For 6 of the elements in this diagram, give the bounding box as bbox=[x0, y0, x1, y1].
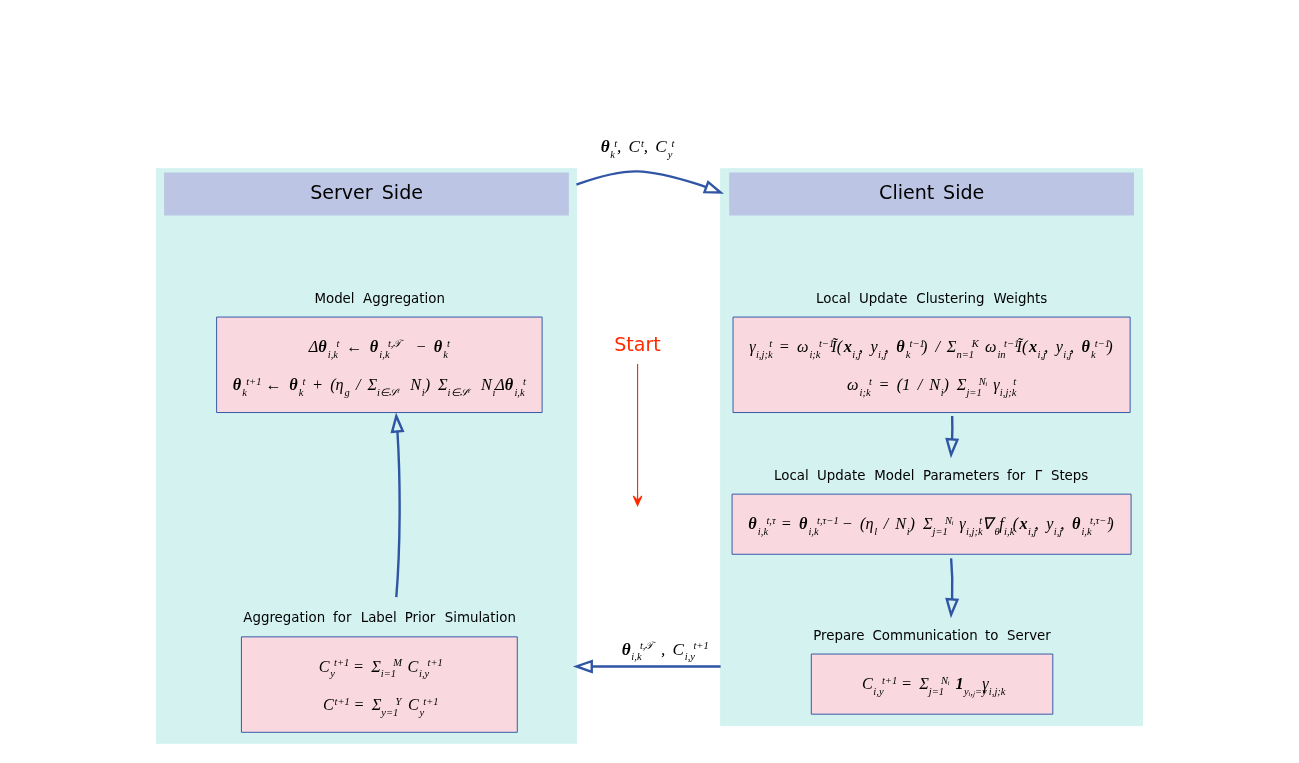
node-label: Aggregation for Label Prior Simulation bbox=[243, 610, 516, 626]
node-label: Model Aggregation bbox=[314, 290, 445, 306]
node-label: Local Update Clustering Weights bbox=[816, 290, 1048, 306]
node-text: Start bbox=[614, 333, 661, 357]
node-label: Local Update Model Parameters for Γ Steps bbox=[774, 467, 1089, 483]
node-label: Prepare Communication to Server bbox=[813, 627, 1051, 643]
